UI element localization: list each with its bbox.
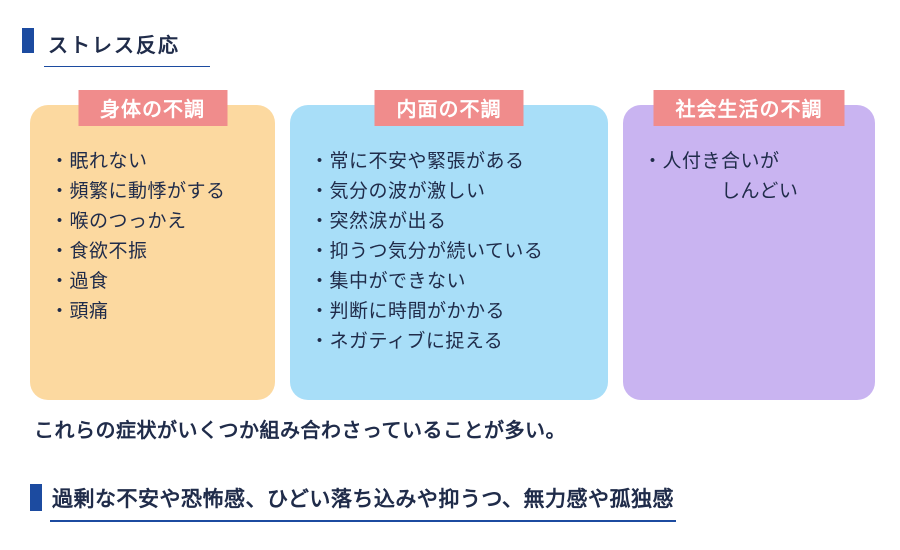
cards-row: 身体の不調 ・眠れない・頻繁に動悸がする・喉のつっかえ・食欲不振・過食・頭痛 内… (30, 90, 875, 400)
list-item: ・頭痛 (50, 301, 109, 322)
symptom-card: 身体の不調 ・眠れない・頻繁に動悸がする・喉のつっかえ・食欲不振・過食・頭痛 (30, 90, 275, 400)
list-item: ・抑うつ気分が続いている (310, 241, 544, 262)
list-item: ・過食 (50, 271, 109, 292)
card-title: 内面の不調 (374, 90, 524, 126)
list-item: ・喉のつっかえ (50, 211, 187, 232)
accent-bar-icon (22, 28, 34, 53)
card-item-list: ・常に不安や緊張がある・気分の波が激しい・突然涙が出る・抑うつ気分が続いている・… (310, 147, 594, 357)
list-item: ・眠れない (50, 151, 148, 172)
list-item: ・常に不安や緊張がある (310, 151, 525, 172)
page-title-row: ストレス反応 (22, 28, 210, 67)
footer-statement: 過剰な不安や恐怖感、ひどい落ち込みや抑うつ、無力感や孤独感 (50, 483, 677, 522)
list-item: ・頻繁に動悸がする (50, 181, 226, 202)
card-title: 身体の不調 (78, 90, 227, 126)
list-item: しんどい (643, 181, 799, 202)
list-item: ・人付き合いが (643, 151, 780, 172)
card-title: 社会生活の不調 (653, 90, 845, 126)
list-item: ・判断に時間がかかる (310, 301, 506, 322)
card-item-list: ・人付き合いが しんどい (643, 147, 861, 207)
page-title: ストレス反応 (44, 28, 210, 67)
list-item: ・集中ができない (310, 271, 467, 292)
symptom-card: 内面の不調 ・常に不安や緊張がある・気分の波が激しい・突然涙が出る・抑うつ気分が… (290, 90, 608, 400)
card-item-list: ・眠れない・頻繁に動悸がする・喉のつっかえ・食欲不振・過食・頭痛 (50, 147, 261, 327)
list-item: ・突然涙が出る (310, 211, 447, 232)
summary-note: これらの症状がいくつか組み合わさっていることが多い。 (34, 420, 566, 442)
list-item: ・食欲不振 (50, 241, 148, 262)
footer-row: 過剰な不安や恐怖感、ひどい落ち込みや抑うつ、無力感や孤独感 (30, 483, 677, 522)
symptom-card: 社会生活の不調 ・人付き合いが しんどい (623, 90, 875, 400)
list-item: ・ネガティブに捉える (310, 331, 504, 352)
list-item: ・気分の波が激しい (310, 181, 486, 202)
accent-bar-icon (30, 484, 42, 511)
